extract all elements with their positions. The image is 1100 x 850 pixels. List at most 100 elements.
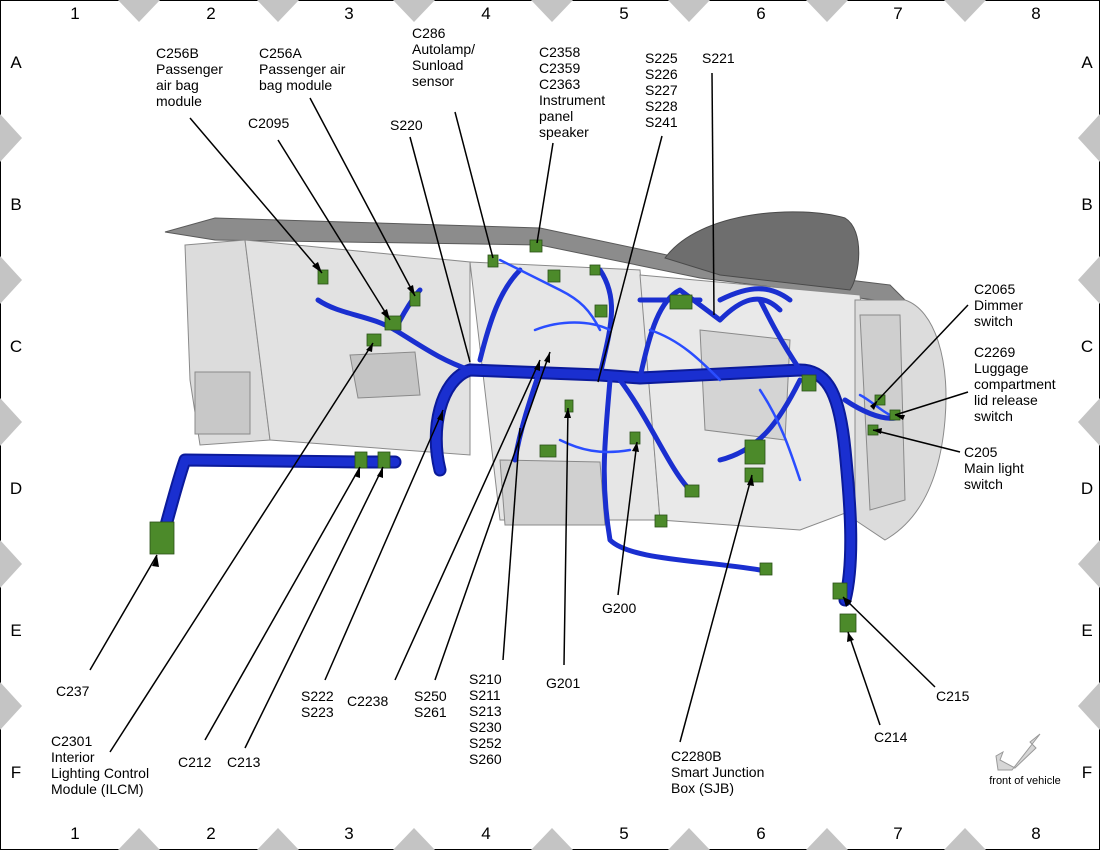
connector-c256a [409,291,421,307]
callout-c286-line-0: C286 [412,25,446,41]
leader-c214 [847,631,881,726]
leader-s221 [711,72,715,316]
leader-g201 [563,407,569,666]
callout-s210-line-3: S230 [469,719,502,735]
grid-col-bottom-1: 1 [70,824,79,843]
callout-s210-line-1: S211 [469,687,501,703]
callout-c2301-line-2: Lighting Control [51,765,149,781]
callout-c2301-line-0: C2301 [51,733,92,749]
callout-c2269-line-2: compartment [974,376,1056,392]
callout-s210-line-2: S213 [469,703,502,719]
grid-row-left-A: A [10,53,22,72]
leader-c2301 [109,342,374,753]
connector-g201 [564,399,574,413]
leader-g200 [617,441,638,596]
leader-s220 [409,136,471,363]
grid-col-top-7: 7 [893,4,902,23]
connector-lower-2 [654,514,668,528]
leader-c205 [872,429,961,453]
callout-c2238-line-0: C2238 [347,693,388,709]
right-bracket [859,314,906,511]
glove-box-latch [349,351,421,399]
callout-c2065-line-2: switch [974,313,1013,329]
connector-center-2 [594,304,608,318]
callout-s220-line-0: S220 [390,117,423,133]
leader-c2358 [536,142,554,244]
callout-c2358-line-0: C2358 [539,44,580,60]
callout-g201: G201 [546,675,580,691]
connector-c286 [487,254,499,268]
grid-row-left-E: E [10,621,21,640]
leader-s210 [502,427,521,661]
callout-c2358-line-2: C2363 [539,76,580,92]
leader-s225 [597,135,663,383]
leader-c2095 [277,139,391,321]
leader-c256b [189,117,323,274]
connector-c2358 [529,239,543,253]
callout-c2358-line-4: panel [539,108,573,124]
connectors [149,239,901,633]
front-of-vehicle-indicator: front of vehicle [989,733,1061,787]
callout-c212-line-0: C212 [178,754,212,770]
callout-c2358-line-5: speaker [539,124,589,140]
connector-instrument-panel [547,269,561,283]
grid-col-bottom-3: 3 [344,824,353,843]
callout-c2095: C2095 [248,115,289,131]
grid-row-right-F: F [1082,763,1092,782]
connector-sjb-lower [744,467,764,483]
callout-s225-line-0: S225 [645,50,678,66]
leader-s222 [324,409,444,681]
callout-c2301-line-1: Interior [51,749,95,765]
front-arrow-icon [995,733,1041,771]
connector-g200 [629,431,641,445]
callout-c2269-line-4: switch [974,408,1013,424]
callout-c2238: C2238 [347,693,388,709]
callout-c2065-line-0: C2065 [974,281,1015,297]
callout-g201-line-0: G201 [546,675,580,691]
grid-row-right-C: C [1081,337,1093,356]
grid-row-right-E: E [1081,621,1092,640]
grid-col-top-8: 8 [1031,4,1040,23]
grid-row-left-D: D [10,479,22,498]
callout-s250-line-0: S250 [414,688,447,704]
callout-c237-line-0: C237 [56,683,90,699]
callout-c2269-line-1: Luggage [974,360,1029,376]
grid-col-top-2: 2 [206,4,215,23]
grid-row-right-D: D [1081,479,1093,498]
callout-c256b-line-1: Passenger [156,61,223,77]
callout-s225-line-3: S228 [645,98,678,114]
leader-c2280b [679,474,753,743]
callout-c286-line-2: Sunload [412,57,463,73]
callout-c256b-line-2: air bag [156,77,199,93]
grid-col-top-3: 3 [344,4,353,23]
callout-s221-line-0: S221 [702,50,735,66]
grid-row-left-C: C [10,337,22,356]
callout-c212: C212 [178,754,212,770]
callout-c286-line-3: sensor [412,73,454,89]
connector-c237 [149,521,175,555]
callout-s210-line-0: S210 [469,671,502,687]
callout-c214: C214 [874,729,908,745]
connector-driver-side [801,374,817,392]
connector-c214 [839,613,857,633]
callout-s222-line-0: S222 [301,688,334,704]
connector-lower-1 [684,484,700,498]
callout-c205-line-2: switch [964,476,1003,492]
callout-c2301-line-3: Module (ILCM) [51,781,144,797]
connector-c215 [832,582,848,600]
leader-c215 [842,596,936,688]
callout-s225-line-1: S226 [645,66,678,82]
grid-row-left-F: F [11,763,21,782]
callout-s221: S221 [702,50,735,66]
callout-c2280b-line-0: C2280B [671,748,722,764]
callout-c213: C213 [227,754,261,770]
callout-c2065-line-1: Dimmer [974,297,1023,313]
